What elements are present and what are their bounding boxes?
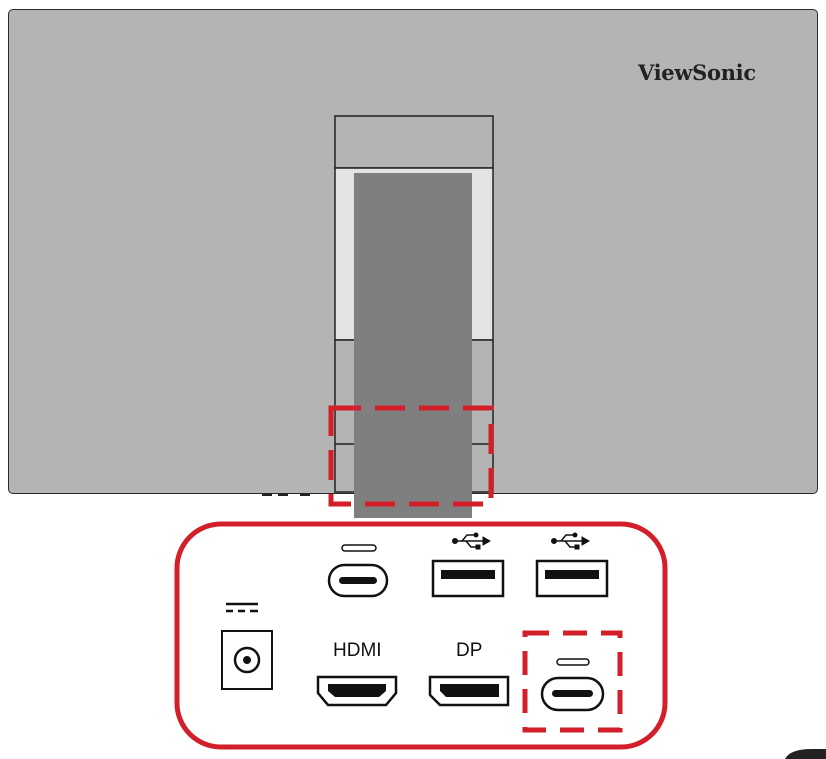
stand-neck	[354, 173, 472, 518]
brand-logo: ViewSonic	[638, 60, 756, 85]
usb-c-port-highlighted	[540, 676, 605, 712]
dc-in-port	[221, 630, 273, 690]
highlight-box-usb-c	[522, 630, 623, 733]
bottom-vent-marks	[262, 493, 310, 496]
usb-a-port-1	[431, 559, 505, 598]
hdmi-label: HDMI	[333, 640, 382, 661]
corner-fragment	[785, 749, 826, 759]
usb-c-port-top	[327, 563, 389, 598]
hdmi-port	[316, 675, 398, 707]
usb-c-icon-highlighted	[556, 658, 590, 666]
dp-label: DP	[456, 640, 483, 661]
usb-c-icon	[341, 544, 377, 552]
highlight-box-port-area	[328, 405, 494, 507]
usb-icon-1	[452, 532, 492, 550]
dc-power-icon	[226, 602, 258, 613]
usb-a-port-2	[535, 559, 609, 598]
displayport-port	[428, 675, 510, 707]
usb-icon-2	[551, 532, 591, 550]
